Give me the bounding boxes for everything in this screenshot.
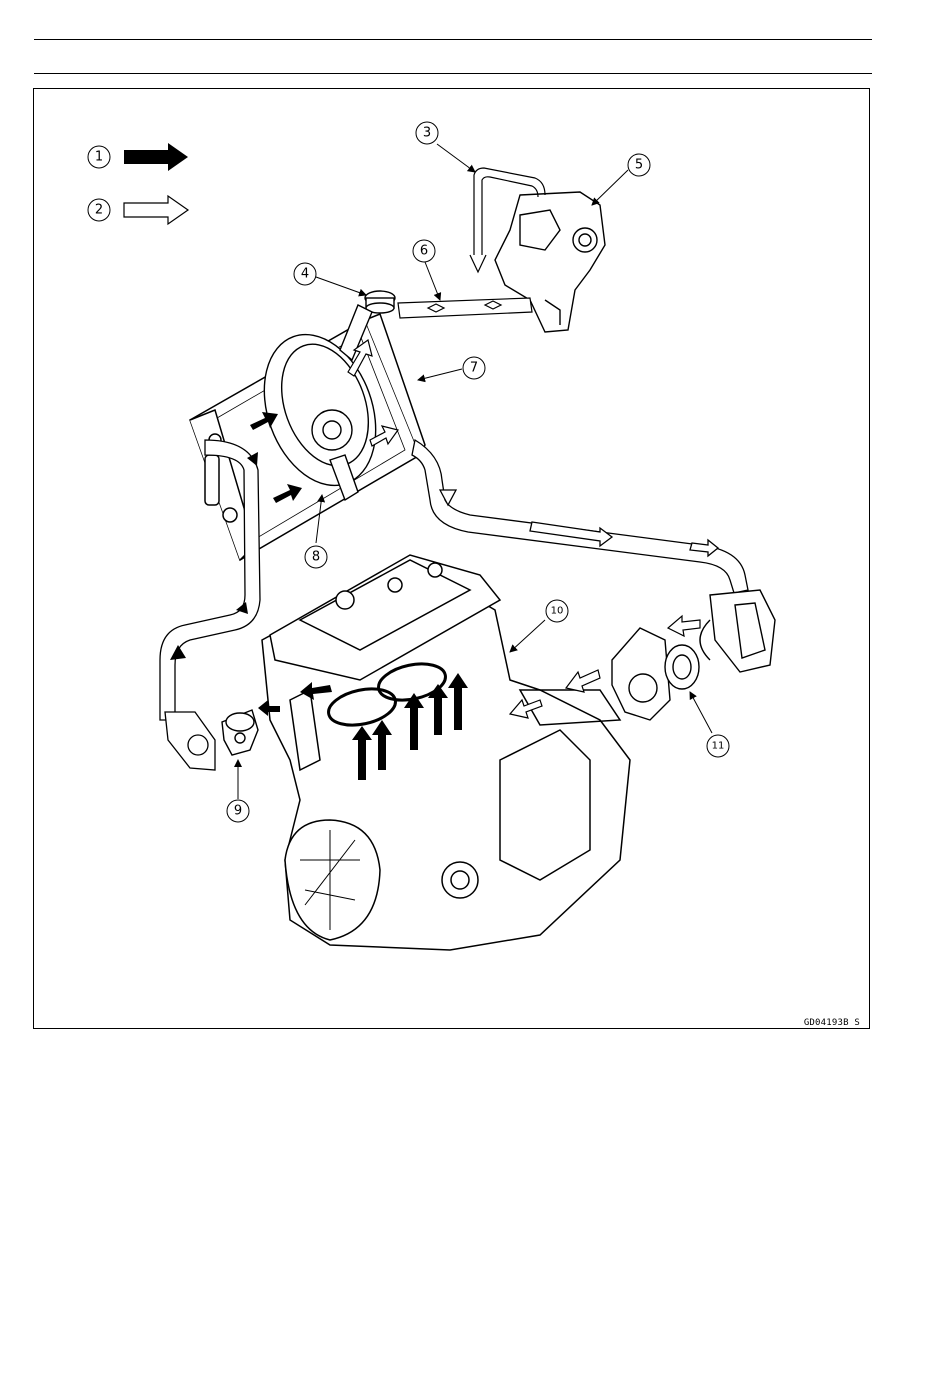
reservoir-hose — [398, 298, 532, 318]
radiator-cap — [365, 291, 395, 313]
callout-3-number: 3 — [423, 126, 431, 141]
engine — [262, 555, 630, 950]
callout-11-number: 11 — [712, 741, 725, 752]
legend-2-number: 2 — [95, 203, 103, 218]
callout-5-number: 5 — [635, 158, 643, 173]
water-pump — [612, 590, 775, 720]
callout-9-number: 9 — [234, 804, 242, 819]
thermostat — [222, 710, 258, 755]
callout-7-number: 7 — [470, 361, 478, 376]
legend-hollow-arrow — [124, 196, 188, 224]
legend-1-number: 1 — [95, 150, 103, 165]
callout-10-number: 10 — [551, 606, 564, 617]
legend-solid-arrow — [124, 143, 188, 171]
callout-4-number: 4 — [301, 267, 309, 282]
figure-code: GD04193B S — [804, 1018, 860, 1028]
callout-8-number: 8 — [312, 550, 320, 565]
callout-6-number: 6 — [420, 244, 428, 259]
